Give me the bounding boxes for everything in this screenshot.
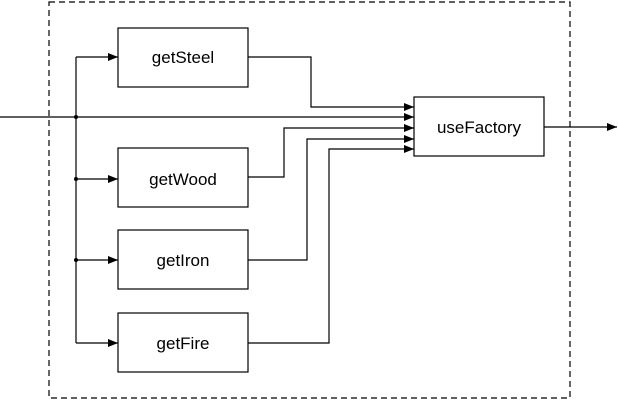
edge-getsteel-usefactory [248, 56, 414, 111]
node-label: getSteel [152, 48, 214, 67]
node-label: getIron [157, 251, 210, 270]
node-getsteel: getSteel [117, 27, 249, 88]
node-label: getFire [157, 334, 210, 353]
edge-getwood-usefactory [248, 124, 414, 178]
edge-getfire-usefactory [248, 145, 414, 344]
junction-dot [74, 115, 78, 119]
node-getfire: getFire [117, 312, 249, 373]
node-usefactory: useFactory [413, 96, 545, 157]
node-label: getWood [149, 170, 217, 189]
node-getwood: getWood [117, 147, 249, 208]
node-getiron: getIron [117, 229, 249, 290]
edge-getiron-usefactory [248, 135, 414, 261]
node-label: useFactory [437, 118, 522, 137]
boundary-frame [48, 1, 571, 399]
